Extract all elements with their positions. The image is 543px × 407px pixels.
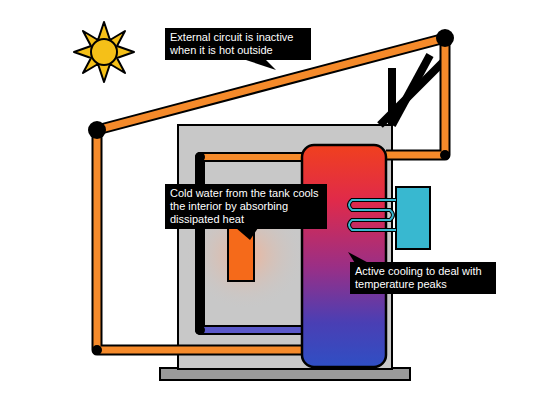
- cooling-coil: [349, 200, 396, 230]
- callout-box: Active cooling to deal with temperature …: [350, 262, 496, 294]
- roof-support: [380, 55, 445, 125]
- callout-text: Active cooling to deal with temperature …: [355, 265, 491, 291]
- sun: [74, 22, 134, 82]
- water-tank: [302, 145, 386, 367]
- internal-pipe: [200, 157, 302, 330]
- external-pipe: [97, 38, 445, 350]
- pipe-joint: [88, 29, 454, 355]
- callout-box: External circuit is inactive when it is …: [165, 28, 311, 60]
- callout-text: External circuit is inactive when it is …: [170, 31, 306, 57]
- callout-box: Cold water from the tank cools the inter…: [165, 184, 327, 229]
- housing: [178, 125, 392, 369]
- callout-text: Cold water from the tank cools the inter…: [170, 187, 322, 226]
- callout-pointer: [236, 60, 378, 268]
- cooling-unit: [396, 187, 430, 249]
